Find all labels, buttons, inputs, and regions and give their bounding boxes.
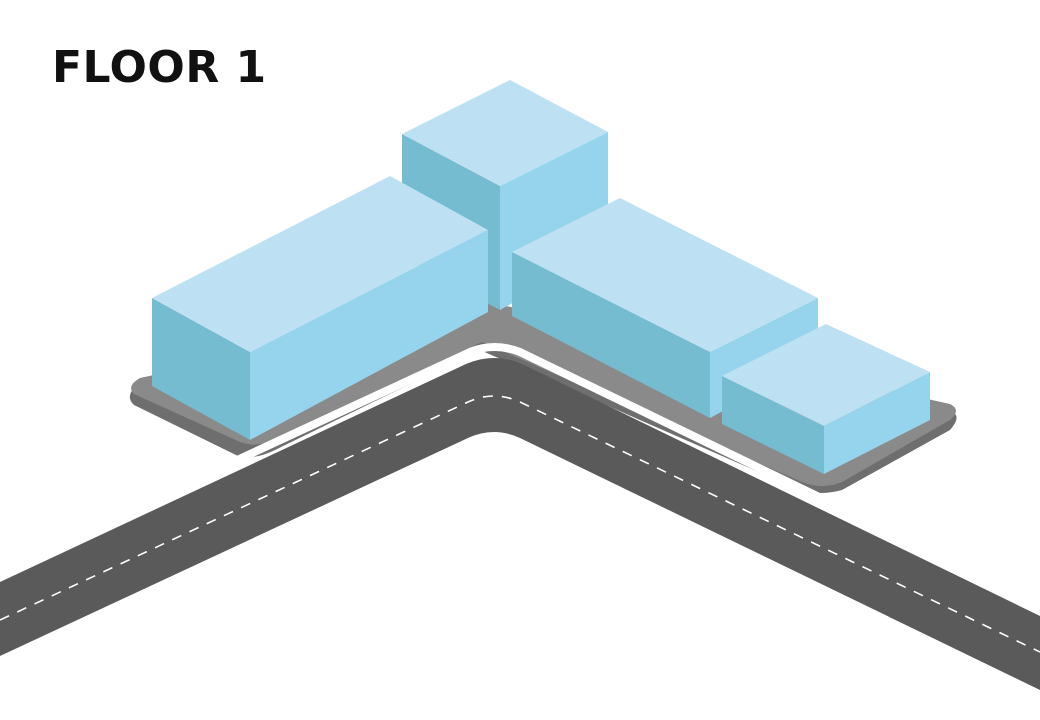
small-block-right-face: [824, 372, 930, 474]
left-long-block-left-face: [152, 298, 250, 440]
l-shaped-road: [0, 343, 1040, 690]
right-long-block-top-face: [512, 198, 818, 352]
road-surface: [0, 358, 1040, 690]
road-center-dash: [0, 395, 1040, 653]
small-block-left-face: [722, 376, 824, 474]
road-white-edge: [0, 343, 1040, 608]
left-long-block: [152, 176, 488, 440]
tall-block-top-face: [402, 80, 608, 186]
left-long-block-right-face: [250, 230, 488, 440]
floor-title: FLOOR 1: [52, 42, 267, 93]
right-long-block-left-face: [512, 252, 710, 418]
left-long-block-top-face: [152, 176, 488, 352]
small-block: [722, 324, 930, 474]
small-block-top-face: [722, 324, 930, 426]
